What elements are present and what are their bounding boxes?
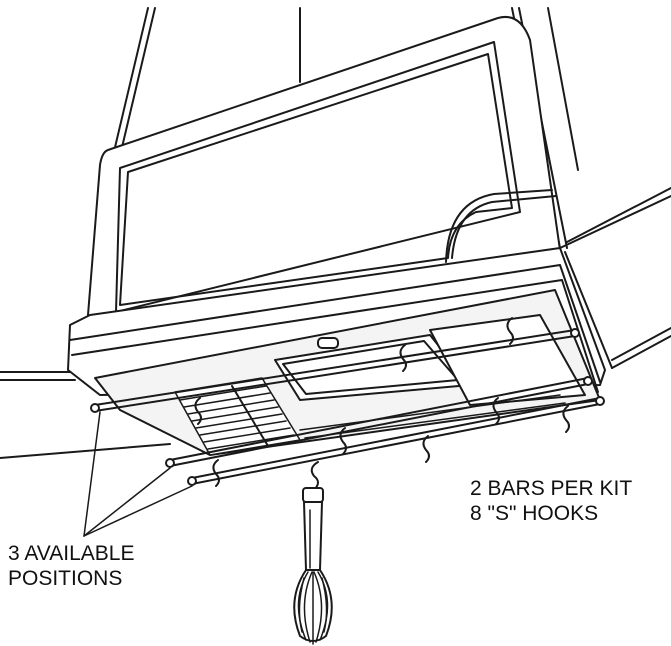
s-hook-icon: [506, 317, 514, 345]
rack-bar-upper: [90, 328, 580, 413]
s-hook-icon: [212, 459, 220, 487]
positions-callout-line-2: POSITIONS: [8, 567, 123, 590]
s-hooks: [194, 317, 570, 487]
s-hook-icon: [422, 435, 430, 463]
rack-bar-lower: [187, 396, 605, 486]
s-hook-icon: [194, 397, 202, 425]
kit-callout-line-1: 2 BARS PER KIT: [470, 477, 633, 500]
rack-bar-middle: [165, 376, 593, 468]
positions-callout-line-1: 3 AVAILABLE: [8, 542, 135, 565]
kit-contents-callout: 2 BARS PER KIT 8 "S" HOOKS: [470, 476, 632, 526]
s-hook-icon: [562, 405, 570, 433]
whisk-icon: [293, 461, 333, 645]
s-hook-icon: [399, 344, 407, 372]
kit-callout-line-2: 8 "S" HOOKS: [470, 502, 599, 525]
s-hook-icon: [492, 397, 500, 425]
s-hook-icon: [339, 427, 347, 455]
positions-leader-lines: [83, 411, 193, 537]
positions-callout: 3 AVAILABLE POSITIONS: [8, 541, 134, 591]
grease-filter-vents: [174, 377, 566, 456]
